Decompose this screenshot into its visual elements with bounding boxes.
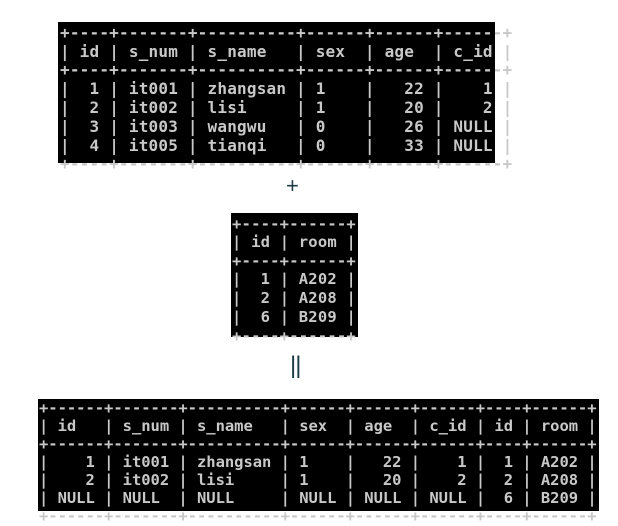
table-cell: it005 <box>119 136 188 155</box>
column-header-s-name: s_name <box>197 42 297 61</box>
table-cell: 20 <box>354 471 411 489</box>
table-cell: 0 <box>305 117 365 136</box>
table-cell: zhangsan <box>187 453 281 471</box>
table-cell: NULL <box>187 489 281 507</box>
table-cell: 22 <box>354 453 411 471</box>
column-header-age: age <box>374 42 434 61</box>
table-row: | 3 | it003 | wangwu | 0 | 26 | NULL | <box>60 117 513 136</box>
table-cell: B209 <box>289 308 347 326</box>
table-cell: 0 <box>305 136 365 155</box>
table-row: | 4 | it005 | tianqi | 0 | 33 | NULL | <box>60 136 513 155</box>
table-cell: 22 <box>374 79 434 98</box>
table-border-line: +----+-------+----------+------+------+-… <box>60 154 513 173</box>
table-cell: 2 <box>69 98 110 117</box>
table-border-line: +----+------+ <box>232 215 356 233</box>
table-row: | 1 | it001 | zhangsan | 1 | 22 | 1 | <box>60 79 513 98</box>
table-header-row: | id | s_num | s_name | sex | age | c_id… <box>39 417 597 435</box>
table-cell: 33 <box>374 136 434 155</box>
table-cell: wangwu <box>197 117 297 136</box>
table-cell: 1 <box>289 471 346 489</box>
table-cell: NULL <box>420 489 476 507</box>
table-cell: 4 <box>69 136 110 155</box>
plus-operator: + <box>286 173 299 198</box>
table-cell: 26 <box>374 117 434 136</box>
table-cell: 2 <box>48 471 105 489</box>
table-cell: lisi <box>187 471 281 489</box>
table-cell: 1 <box>289 453 346 471</box>
table-cell: 1 <box>305 98 365 117</box>
table-cell: 6 <box>485 489 523 507</box>
column-header-sex: sex <box>289 417 346 435</box>
table-cell: 2 <box>241 289 280 307</box>
table-header-row: | id | s_num | s_name | sex | age | c_id… <box>60 42 513 61</box>
column-header-sex: sex <box>305 42 365 61</box>
table-cell: 1 <box>420 453 476 471</box>
table-cell: NULL <box>443 117 503 136</box>
table-cell: 1 <box>485 453 523 471</box>
table-cell: 2 <box>485 471 523 489</box>
table-cell: 2 <box>443 98 503 117</box>
table-border-line: +----+-------+----------+------+------+-… <box>60 60 513 79</box>
joined-result-table-console: +------+-------+----------+------+------… <box>38 399 599 525</box>
table-cell: A202 <box>289 270 347 288</box>
table-row: | 1 | A202 | <box>232 270 356 288</box>
table-row: | NULL | NULL | NULL | NULL | NULL | NUL… <box>39 489 597 507</box>
table-cell: 1 <box>443 79 503 98</box>
table-cell: A208 <box>289 289 347 307</box>
column-header-id: id <box>48 417 105 435</box>
table-cell: 1 <box>48 453 105 471</box>
column-header-id: id <box>485 417 523 435</box>
table-cell: it001 <box>119 79 188 98</box>
column-header-c-id: c_id <box>420 417 476 435</box>
table-row: | 6 | B209 | <box>232 308 356 326</box>
table-cell: 3 <box>69 117 110 136</box>
rooms-table-console: +----+------+| id | room |+----+------+|… <box>231 213 358 345</box>
table-border-line: +------+-------+----------+------+------… <box>39 435 597 453</box>
students-table-console: +----+-------+----------+------+------+-… <box>58 22 513 173</box>
table-border-line: +------+-------+----------+------+------… <box>39 507 597 525</box>
table-cell: 1 <box>241 270 280 288</box>
table-cell: 1 <box>69 79 110 98</box>
column-header-room: room <box>289 233 347 251</box>
column-header-s-name: s_name <box>187 417 281 435</box>
table-cell: it001 <box>113 453 179 471</box>
table-cell: it002 <box>113 471 179 489</box>
table-cell: A208 <box>531 471 588 489</box>
table-cell: it002 <box>119 98 188 117</box>
table-cell: zhangsan <box>197 79 297 98</box>
table-cell: NULL <box>289 489 346 507</box>
table-cell: NULL <box>48 489 105 507</box>
column-header-id: id <box>69 42 110 61</box>
table-cell: tianqi <box>197 136 297 155</box>
table-border-line: +----+-------+----------+------+------+-… <box>60 23 513 42</box>
column-header-s-num: s_num <box>119 42 188 61</box>
table-row: | 2 | it002 | lisi | 1 | 20 | 2 | <box>60 98 513 117</box>
table-border-line: +----+------+ <box>232 327 356 345</box>
table-cell: 6 <box>241 308 280 326</box>
table-cell: lisi <box>197 98 297 117</box>
table-row: | 1 | it001 | zhangsan | 1 | 22 | 1 | 1 … <box>39 453 597 471</box>
table-cell: it003 <box>119 117 188 136</box>
table-cell: A202 <box>531 453 588 471</box>
table-cell: NULL <box>443 136 503 155</box>
table-border-line: +------+-------+----------+------+------… <box>39 399 597 417</box>
table-cell: 2 <box>420 471 476 489</box>
equals-operator: || <box>290 352 302 379</box>
table-row: | 2 | it002 | lisi | 1 | 20 | 2 | 2 | A2… <box>39 471 597 489</box>
table-cell: B209 <box>531 489 588 507</box>
table-cell: 1 <box>305 79 365 98</box>
table-row: | 2 | A208 | <box>232 289 356 307</box>
column-header-age: age <box>354 417 411 435</box>
table-cell: 20 <box>374 98 434 117</box>
column-header-id: id <box>241 233 280 251</box>
table-header-row: | id | room | <box>232 233 356 251</box>
column-header-s-num: s_num <box>113 417 179 435</box>
table-cell: NULL <box>113 489 179 507</box>
column-header-room: room <box>531 417 588 435</box>
table-cell: NULL <box>354 489 411 507</box>
column-header-c-id: c_id <box>443 42 503 61</box>
table-border-line: +----+------+ <box>232 252 356 270</box>
